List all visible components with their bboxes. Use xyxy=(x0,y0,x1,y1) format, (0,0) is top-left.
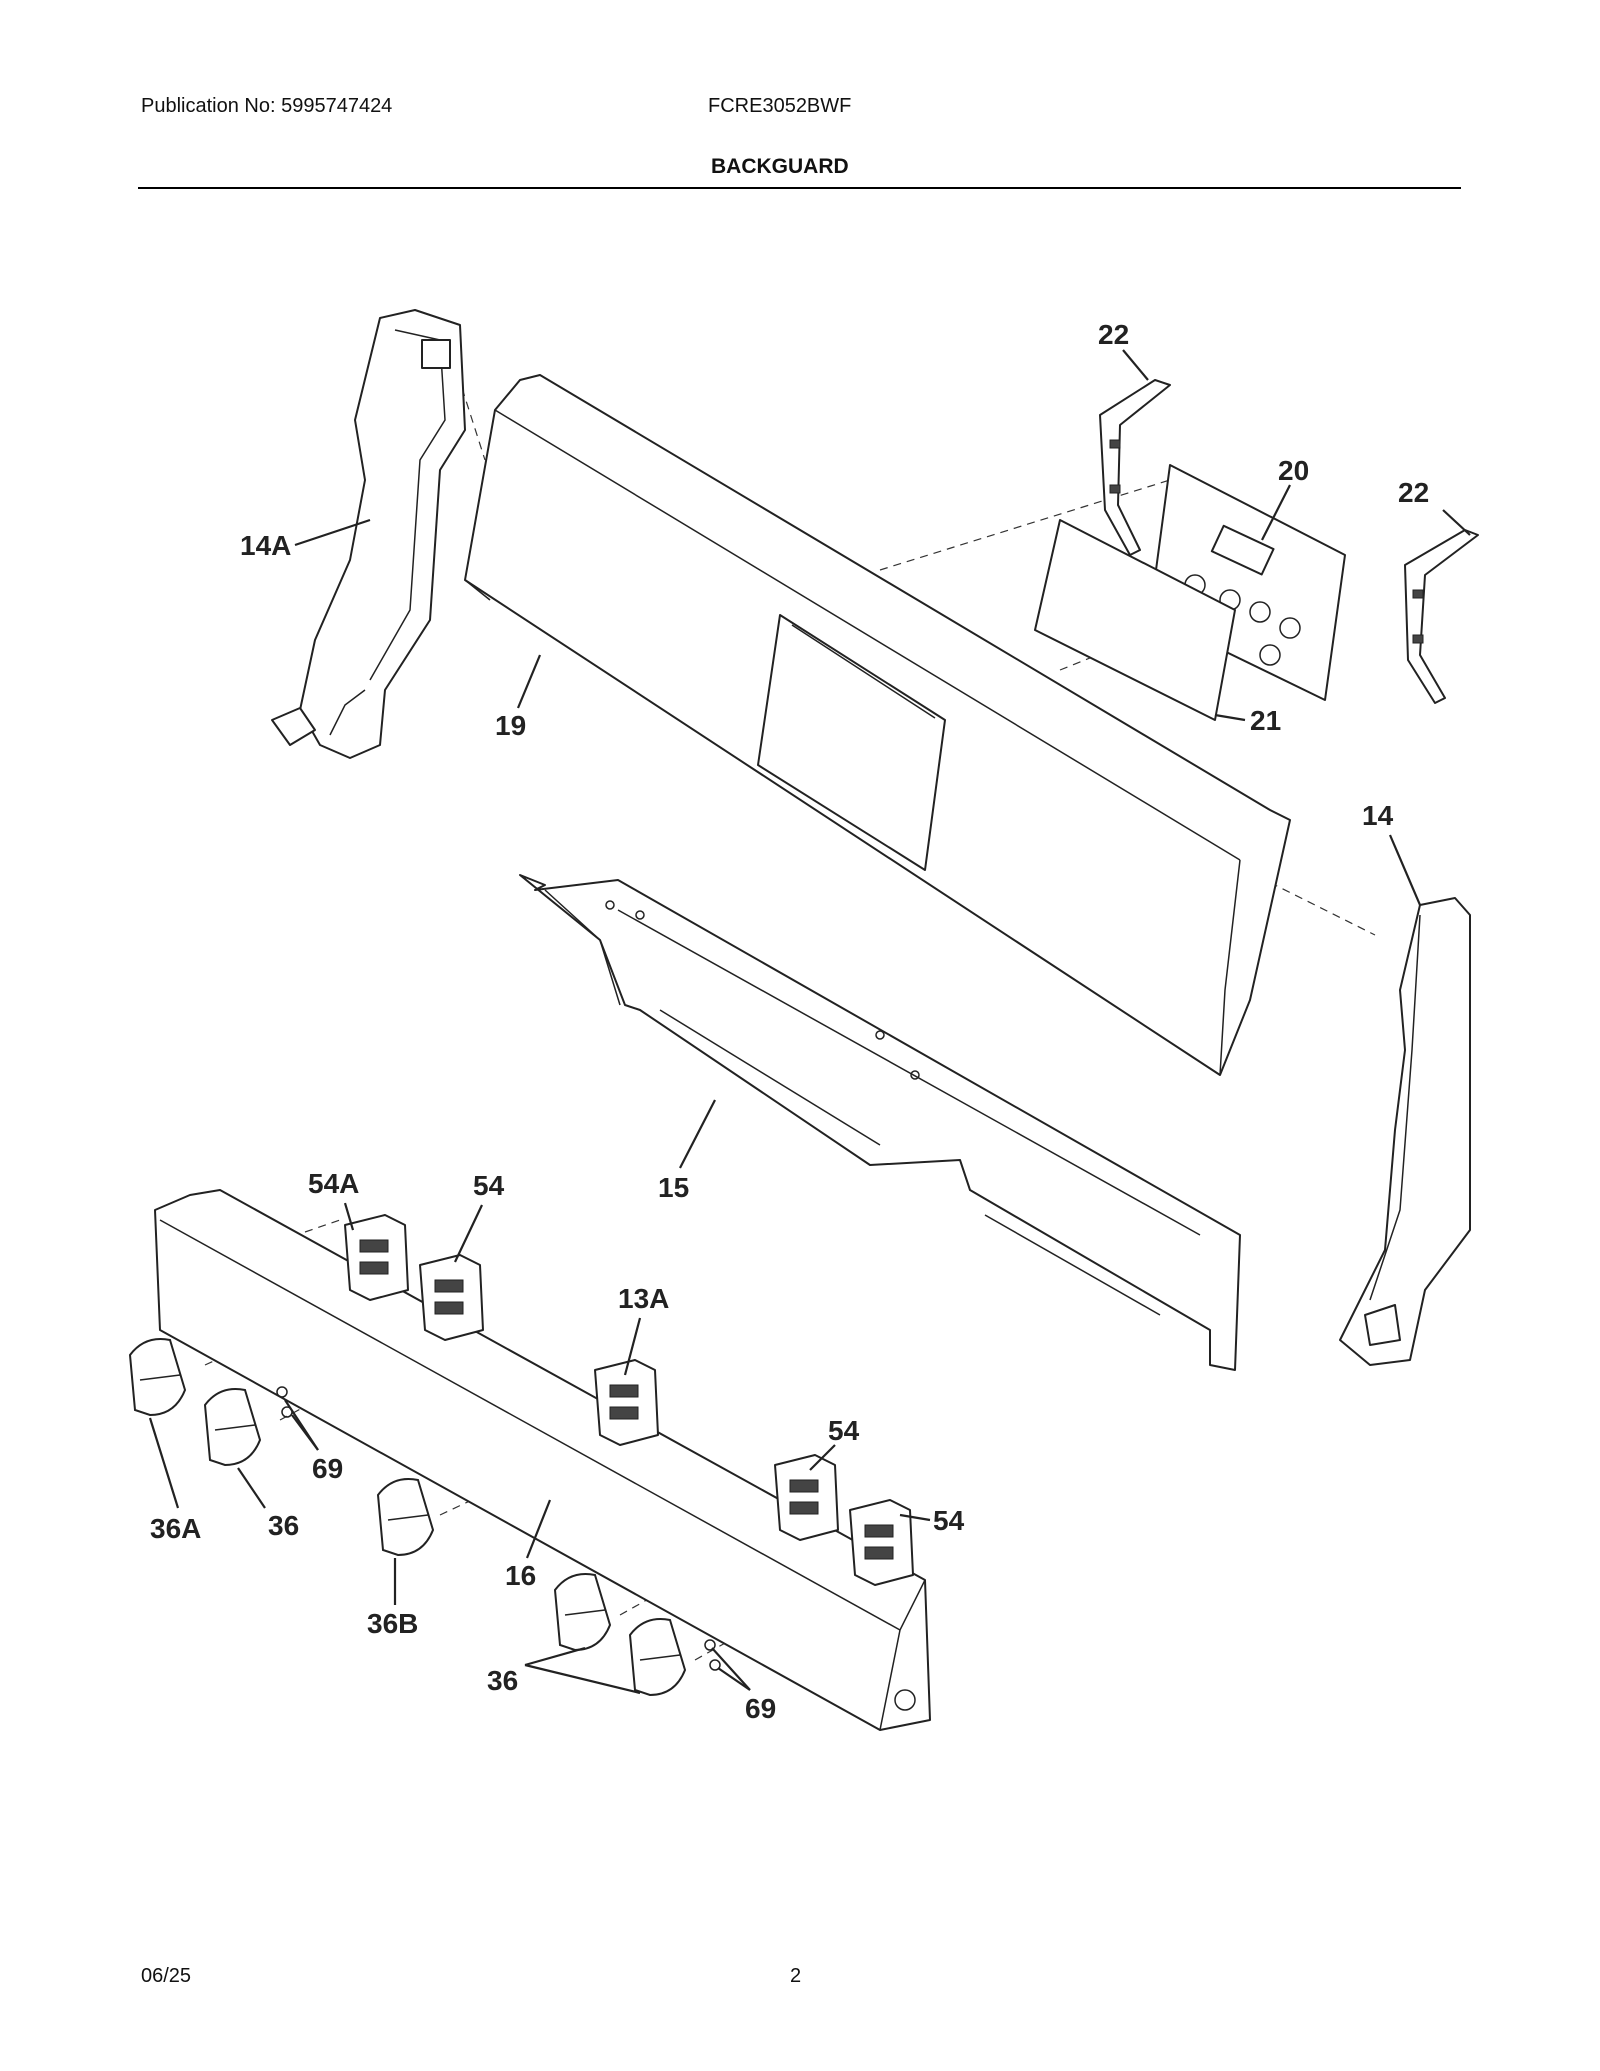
backguard-panel-19 xyxy=(464,374,1291,1076)
knob-36-a xyxy=(203,1388,262,1467)
publication-date: 06/25 xyxy=(141,1965,192,1987)
right-end-bracket-14 xyxy=(1339,897,1471,1366)
knob-36-c xyxy=(628,1618,687,1697)
callout-14: 14 xyxy=(1362,800,1394,831)
callout-22-right: 22 xyxy=(1398,477,1429,508)
display-overlay-21 xyxy=(1034,519,1236,721)
callout-36-right: 36 xyxy=(487,1665,518,1696)
callout-54-third: 54 xyxy=(933,1505,965,1536)
infinite-switch-54-c xyxy=(849,1499,914,1586)
callout-22-top: 22 xyxy=(1098,319,1129,350)
callout-54-first: 54 xyxy=(473,1170,505,1201)
callout-21: 21 xyxy=(1250,705,1281,736)
section-title: BACKGUARD xyxy=(711,155,849,178)
callout-labels: 22 22 20 14A 19 21 14 15 54A 54 13A 54 5… xyxy=(150,319,1429,1724)
mounting-bracket-22-left xyxy=(1099,379,1171,556)
knob-spring-69-b xyxy=(704,1639,721,1671)
infinite-switch-54a xyxy=(344,1214,409,1301)
callout-69-left: 69 xyxy=(312,1453,343,1484)
model-number: FCRE3052BWF xyxy=(708,95,852,117)
knob-36a xyxy=(128,1338,187,1417)
callout-19: 19 xyxy=(495,710,526,741)
callout-16: 16 xyxy=(505,1560,536,1591)
publication-number: Publication No: 5995747424 xyxy=(141,95,393,117)
callout-69-right: 69 xyxy=(745,1693,776,1724)
callout-15: 15 xyxy=(658,1172,689,1203)
left-end-bracket-14a xyxy=(271,309,466,759)
mounting-bracket-22-right xyxy=(1404,529,1479,704)
callout-14a: 14A xyxy=(240,530,291,561)
callout-13a: 13A xyxy=(618,1283,669,1314)
rear-support-15 xyxy=(519,874,1241,1371)
knob-36b xyxy=(376,1478,435,1557)
infinite-switch-54-a xyxy=(419,1254,484,1341)
infinite-switch-54-b xyxy=(774,1454,839,1541)
callout-54-second: 54 xyxy=(828,1415,860,1446)
control-board-20 xyxy=(1149,464,1346,701)
oven-selector-switch-13a xyxy=(594,1359,659,1446)
callout-54a: 54A xyxy=(308,1168,359,1199)
knob-36-b xyxy=(553,1573,612,1652)
page-number: 2 xyxy=(790,1965,802,1987)
callout-36a: 36A xyxy=(150,1513,201,1544)
leader-lines xyxy=(148,349,1471,1695)
header-divider xyxy=(138,187,1461,189)
callout-20: 20 xyxy=(1278,455,1309,486)
callout-36b: 36B xyxy=(367,1608,418,1639)
callout-36-left: 36 xyxy=(268,1510,299,1541)
